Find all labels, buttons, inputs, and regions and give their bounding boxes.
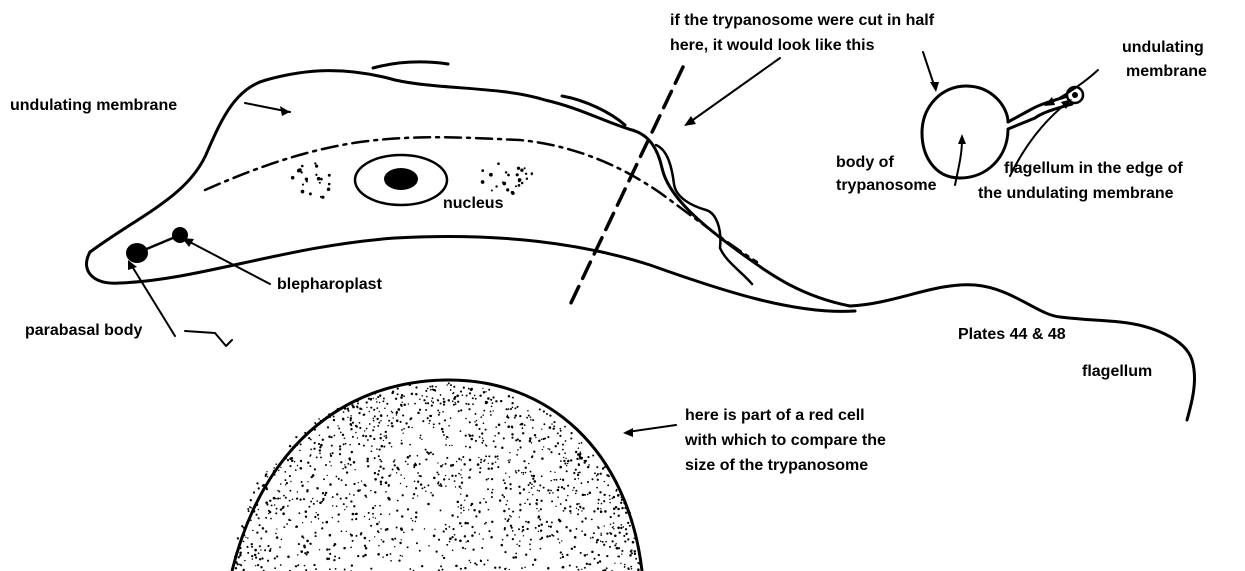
trypanosome-body (87, 62, 1195, 420)
granules-right (481, 162, 533, 195)
label-red-cell-1: here is part of a red cell (685, 407, 865, 424)
nucleus (355, 155, 447, 205)
label-cut-note-2: here, it would look like this (670, 37, 875, 54)
leader-lines (128, 52, 1098, 437)
label-parabasal-body: parabasal body (25, 322, 142, 339)
label-plates: Plates 44 & 48 (958, 326, 1066, 343)
label-cut-note-1: if the trypanosome were cut in half (670, 12, 935, 29)
label-section-membrane-2: membrane (1126, 63, 1207, 80)
label-section-flagellum-2: the undulating membrane (978, 185, 1174, 202)
label-section-flagellum-1: flagellum in the edge of (1004, 160, 1183, 177)
label-red-cell-2: with which to compare the (684, 432, 886, 449)
red-cell (232, 380, 642, 571)
label-red-cell-3: size of the trypanosome (685, 457, 868, 474)
label-nucleus: nucleus (443, 195, 504, 212)
label-undulating-membrane: undulating membrane (10, 97, 177, 114)
label-flagellum: flagellum (1082, 363, 1152, 380)
granules-left (291, 162, 331, 198)
label-blepharoplast: blepharoplast (277, 276, 383, 293)
label-section-body-2: trypanosome (836, 177, 937, 194)
label-section-membrane-1: undulating (1122, 39, 1204, 56)
label-section-body-1: body of (836, 154, 894, 171)
